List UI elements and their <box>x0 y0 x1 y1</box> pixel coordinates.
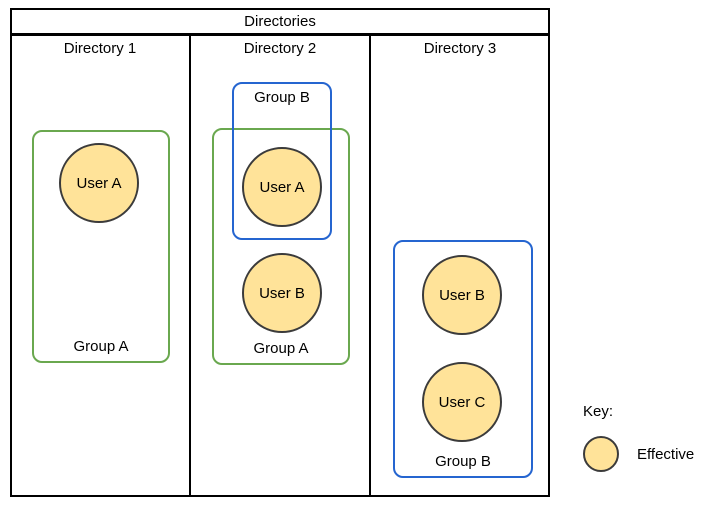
group-box-d2-group-a: Group A <box>212 128 350 365</box>
user-label: User A <box>76 174 122 192</box>
key-legend-effective: Effective <box>637 446 695 463</box>
user-label: User A <box>259 178 305 196</box>
group-label-d2-group-b: Group B <box>254 89 310 106</box>
column-divider-2 <box>369 36 371 495</box>
user-circle-d1-user-a: User A <box>59 143 139 223</box>
group-box-d1-group-a: Group A <box>32 130 170 363</box>
column-divider-1 <box>189 36 191 495</box>
group-box-d3-group-b: Group B <box>393 240 533 478</box>
directories-body-frame <box>10 34 550 497</box>
user-circle-d3-user-b: User B <box>422 255 502 335</box>
column-header-directory-3: Directory 3 <box>423 40 497 57</box>
key-title: Key: <box>583 403 614 420</box>
group-label-d2-group-a: Group A <box>253 340 309 357</box>
effective-user-icon <box>583 436 619 472</box>
user-circle-d2-user-a: User A <box>242 147 322 227</box>
group-label-d1-group-a: Group A <box>73 338 129 355</box>
group-label-d3-group-b: Group B <box>435 453 491 470</box>
user-label: User B <box>439 286 485 304</box>
group-box-d2-group-b: Group B <box>232 82 332 240</box>
user-circle-d2-user-b: User B <box>242 253 322 333</box>
directories-header: Directories <box>10 8 550 35</box>
diagram-title: Directories <box>244 13 316 30</box>
column-header-directory-1: Directory 1 <box>63 40 137 57</box>
user-label: User C <box>438 393 486 411</box>
user-circle-d3-user-c: User C <box>422 362 502 442</box>
column-header-directory-2: Directory 2 <box>243 40 317 57</box>
user-label: User B <box>259 284 305 302</box>
